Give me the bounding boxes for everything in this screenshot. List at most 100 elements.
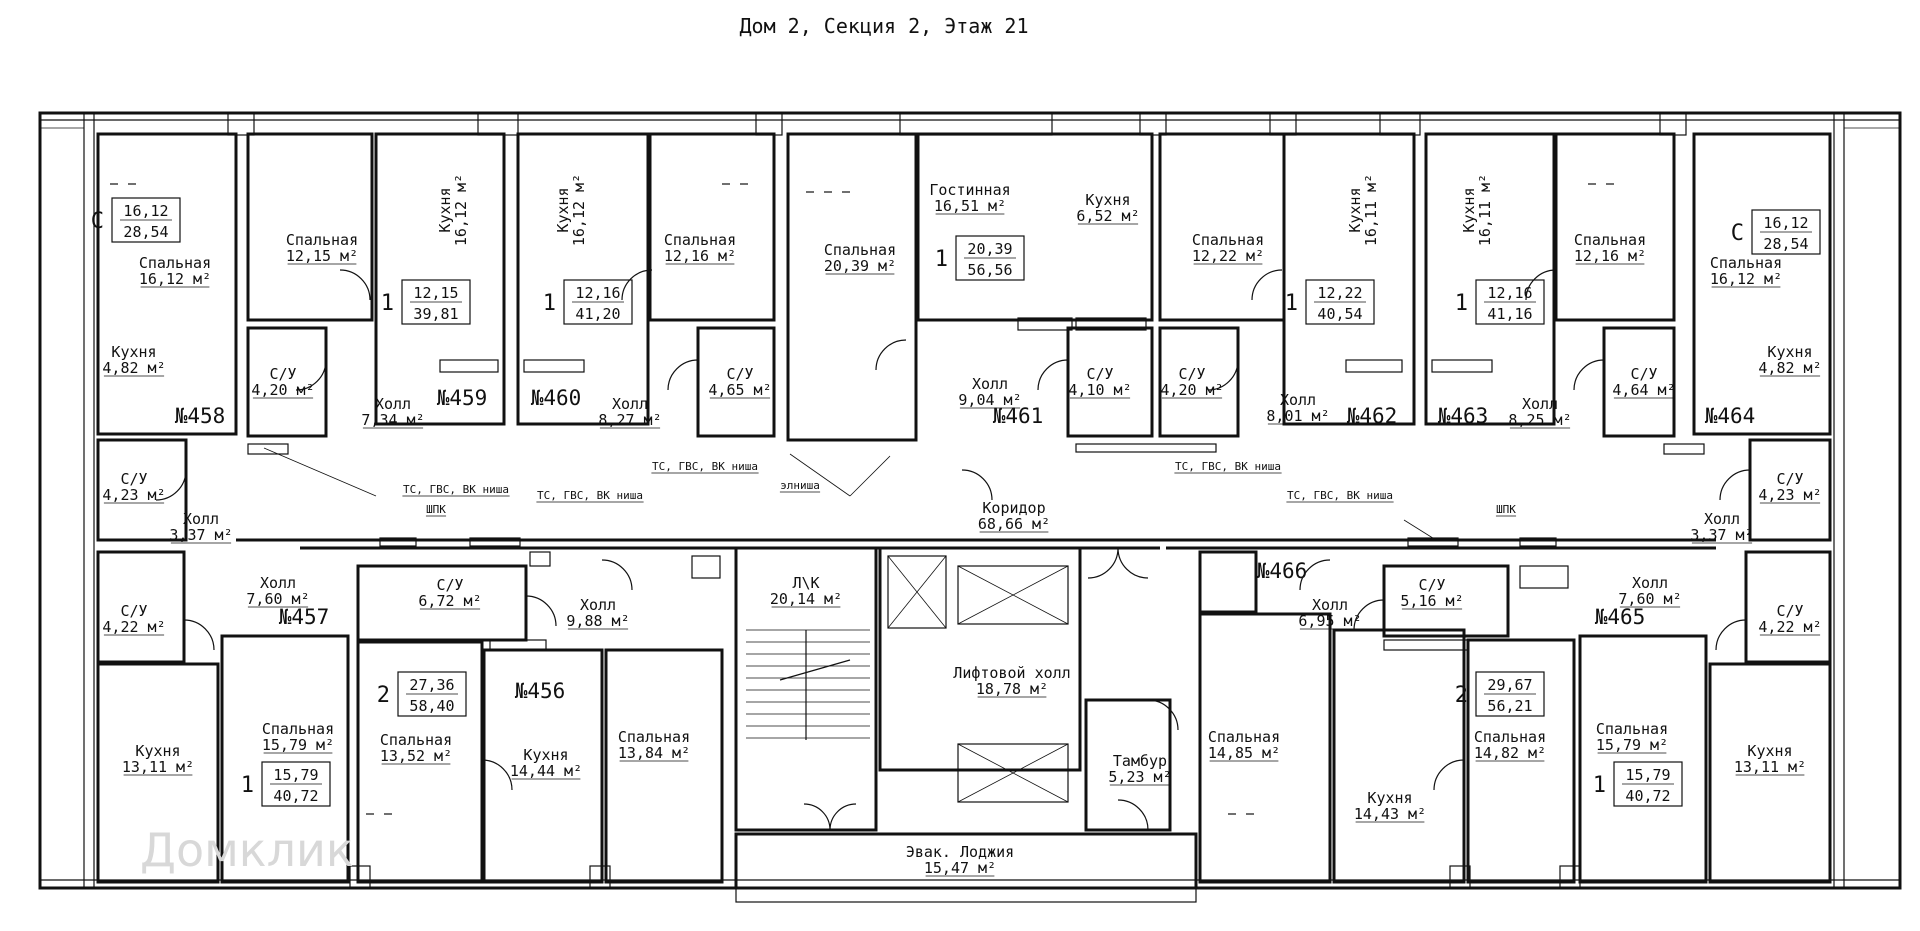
- room-area: 8,27 м²: [598, 411, 661, 429]
- room-area: 8,01 м²: [1266, 407, 1329, 425]
- room-area: 16,12 м²: [452, 174, 470, 246]
- apartment-number: №465: [1594, 605, 1646, 629]
- room-name: Спальная: [380, 731, 452, 749]
- apartment-number: №457: [278, 605, 330, 629]
- room-area: 13,11 м²: [122, 758, 194, 776]
- room-area: 12,15 м²: [286, 247, 358, 265]
- stair-treads: [746, 629, 870, 740]
- room-name: Коридор: [982, 499, 1045, 517]
- room-name: Тамбур: [1113, 752, 1167, 770]
- room-name: Спальная: [1574, 231, 1646, 249]
- room-area: 16,11 м²: [1476, 174, 1494, 246]
- tag-room-count: 1: [1285, 291, 1298, 316]
- room-name: Холл: [580, 596, 616, 614]
- room-name: С/У: [1178, 365, 1205, 383]
- utility-note: ТС, ГВС, ВК ниша: [537, 489, 643, 502]
- room-name: Кухня: [111, 343, 156, 361]
- tag-living-area: 12,15: [413, 284, 458, 302]
- tag-living-area: 12,16: [575, 284, 620, 302]
- room-area: 7,60 м²: [1618, 590, 1681, 608]
- tag-room-count: 1: [381, 291, 394, 316]
- room-name: С/У: [726, 365, 753, 383]
- apartment-number: №462: [1346, 404, 1398, 428]
- apartment-number: №461: [992, 404, 1044, 428]
- tag-room-count: 1: [1455, 291, 1468, 316]
- room-name: Холл: [1280, 391, 1316, 409]
- tag-living-area: 16,12: [123, 202, 168, 220]
- room-name: Холл: [1632, 574, 1668, 592]
- tag-room-count: С: [1731, 221, 1744, 246]
- room-area: 13,84 м²: [618, 744, 690, 762]
- room-name: С/У: [1630, 365, 1657, 383]
- room-name: Кухня: [1346, 187, 1364, 232]
- room-name: Холл: [183, 510, 219, 528]
- room-area: 4,65 м²: [708, 381, 771, 399]
- tag-living-area: 27,36: [409, 676, 454, 694]
- room-label: С/У4,64 м²: [1612, 365, 1675, 399]
- room-name: С/У: [436, 576, 463, 594]
- tag-total-area: 58,40: [409, 697, 454, 715]
- tag-room-count: 2: [1455, 683, 1468, 708]
- apartment-number: №456: [514, 679, 566, 703]
- room-area: 7,60 м²: [246, 590, 309, 608]
- room-name: С/У: [1418, 576, 1445, 594]
- room-name: Спальная: [664, 231, 736, 249]
- room-name: Лифтовой холл: [953, 664, 1070, 682]
- tag-frame: [563, 279, 633, 325]
- room-name: Кухня: [1367, 789, 1412, 807]
- utility-note: ШПК: [1496, 503, 1516, 516]
- room-name: Кухня: [1747, 742, 1792, 760]
- room-name: С/У: [1086, 365, 1113, 383]
- room-area: 14,82 м²: [1474, 744, 1546, 762]
- room-area: 20,39 м²: [824, 257, 896, 275]
- room-area: 3,37 м²: [169, 526, 232, 544]
- tag-frame: [401, 279, 471, 325]
- room-area: 16,12 м²: [1710, 270, 1782, 288]
- room-name: Холл: [1312, 596, 1348, 614]
- tag-total-area: 56,56: [967, 261, 1012, 279]
- room-name: Гостинная: [929, 181, 1010, 199]
- apartment-tag: 1 12,15 39,81: [381, 279, 471, 325]
- tag-living-area: 29,67: [1487, 676, 1532, 694]
- room-name: С/У: [120, 470, 147, 488]
- room-area: 15,47 м²: [924, 859, 996, 877]
- room-area: 20,14 м²: [770, 590, 842, 608]
- room-area: 12,16 м²: [664, 247, 736, 265]
- room-name: Спальная: [824, 241, 896, 259]
- tag-total-area: 40,72: [273, 787, 318, 805]
- tag-frame: [261, 761, 331, 807]
- tag-total-area: 39,81: [413, 305, 458, 323]
- apartment-number: №459: [436, 386, 488, 410]
- tag-living-area: 15,79: [273, 766, 318, 784]
- room-area: 12,16 м²: [1574, 247, 1646, 265]
- room-area: 4,22 м²: [102, 618, 165, 636]
- room-name: Эвак. Лоджия: [906, 843, 1014, 861]
- room-area: 18,78 м²: [976, 680, 1048, 698]
- tag-living-area: 15,79: [1625, 766, 1670, 784]
- room-name: Спальная: [1192, 231, 1264, 249]
- room-label: С/У4,10 м²: [1068, 365, 1131, 399]
- room-area: 4,22 м²: [1758, 618, 1821, 636]
- room-area: 9,88 м²: [566, 612, 629, 630]
- room-area: 4,10 м²: [1068, 381, 1131, 399]
- room-area: 5,23 м²: [1108, 768, 1171, 786]
- utility-note: ТС, ГВС, ВК ниша: [652, 460, 758, 473]
- tag-living-area: 20,39: [967, 240, 1012, 258]
